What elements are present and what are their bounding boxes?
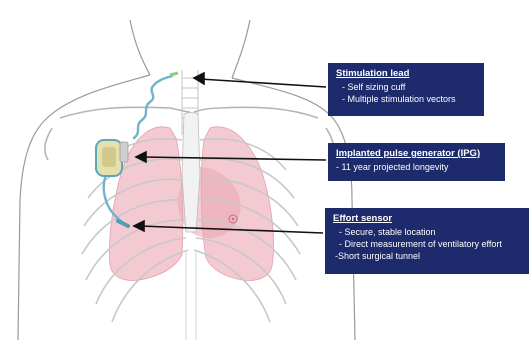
callout-item: - 11 year projected longevity — [336, 161, 497, 173]
callout-item: - Self sizing cuff — [336, 81, 476, 93]
callout-title: Implanted pulse generator (IPG) — [336, 148, 497, 160]
lead-cuff — [170, 73, 178, 75]
callout-item: -Short surgical tunnel — [333, 250, 521, 262]
callout-item: - Direct measurement of ventilatory effo… — [333, 238, 521, 250]
callout-stimulation-lead: Stimulation lead - Self sizing cuff - Mu… — [328, 63, 484, 116]
callout-effort-sensor: Effort sensor - Secure, stable location … — [325, 208, 529, 274]
callout-ipg: Implanted pulse generator (IPG) - 11 yea… — [328, 143, 505, 181]
spine — [186, 250, 196, 340]
callout-title: Effort sensor — [333, 213, 521, 225]
callout-item: - Multiple stimulation vectors — [336, 93, 476, 105]
callout-item: - Secure, stable location — [333, 226, 521, 238]
callout-title: Stimulation lead — [336, 68, 476, 80]
sternum — [182, 113, 200, 233]
